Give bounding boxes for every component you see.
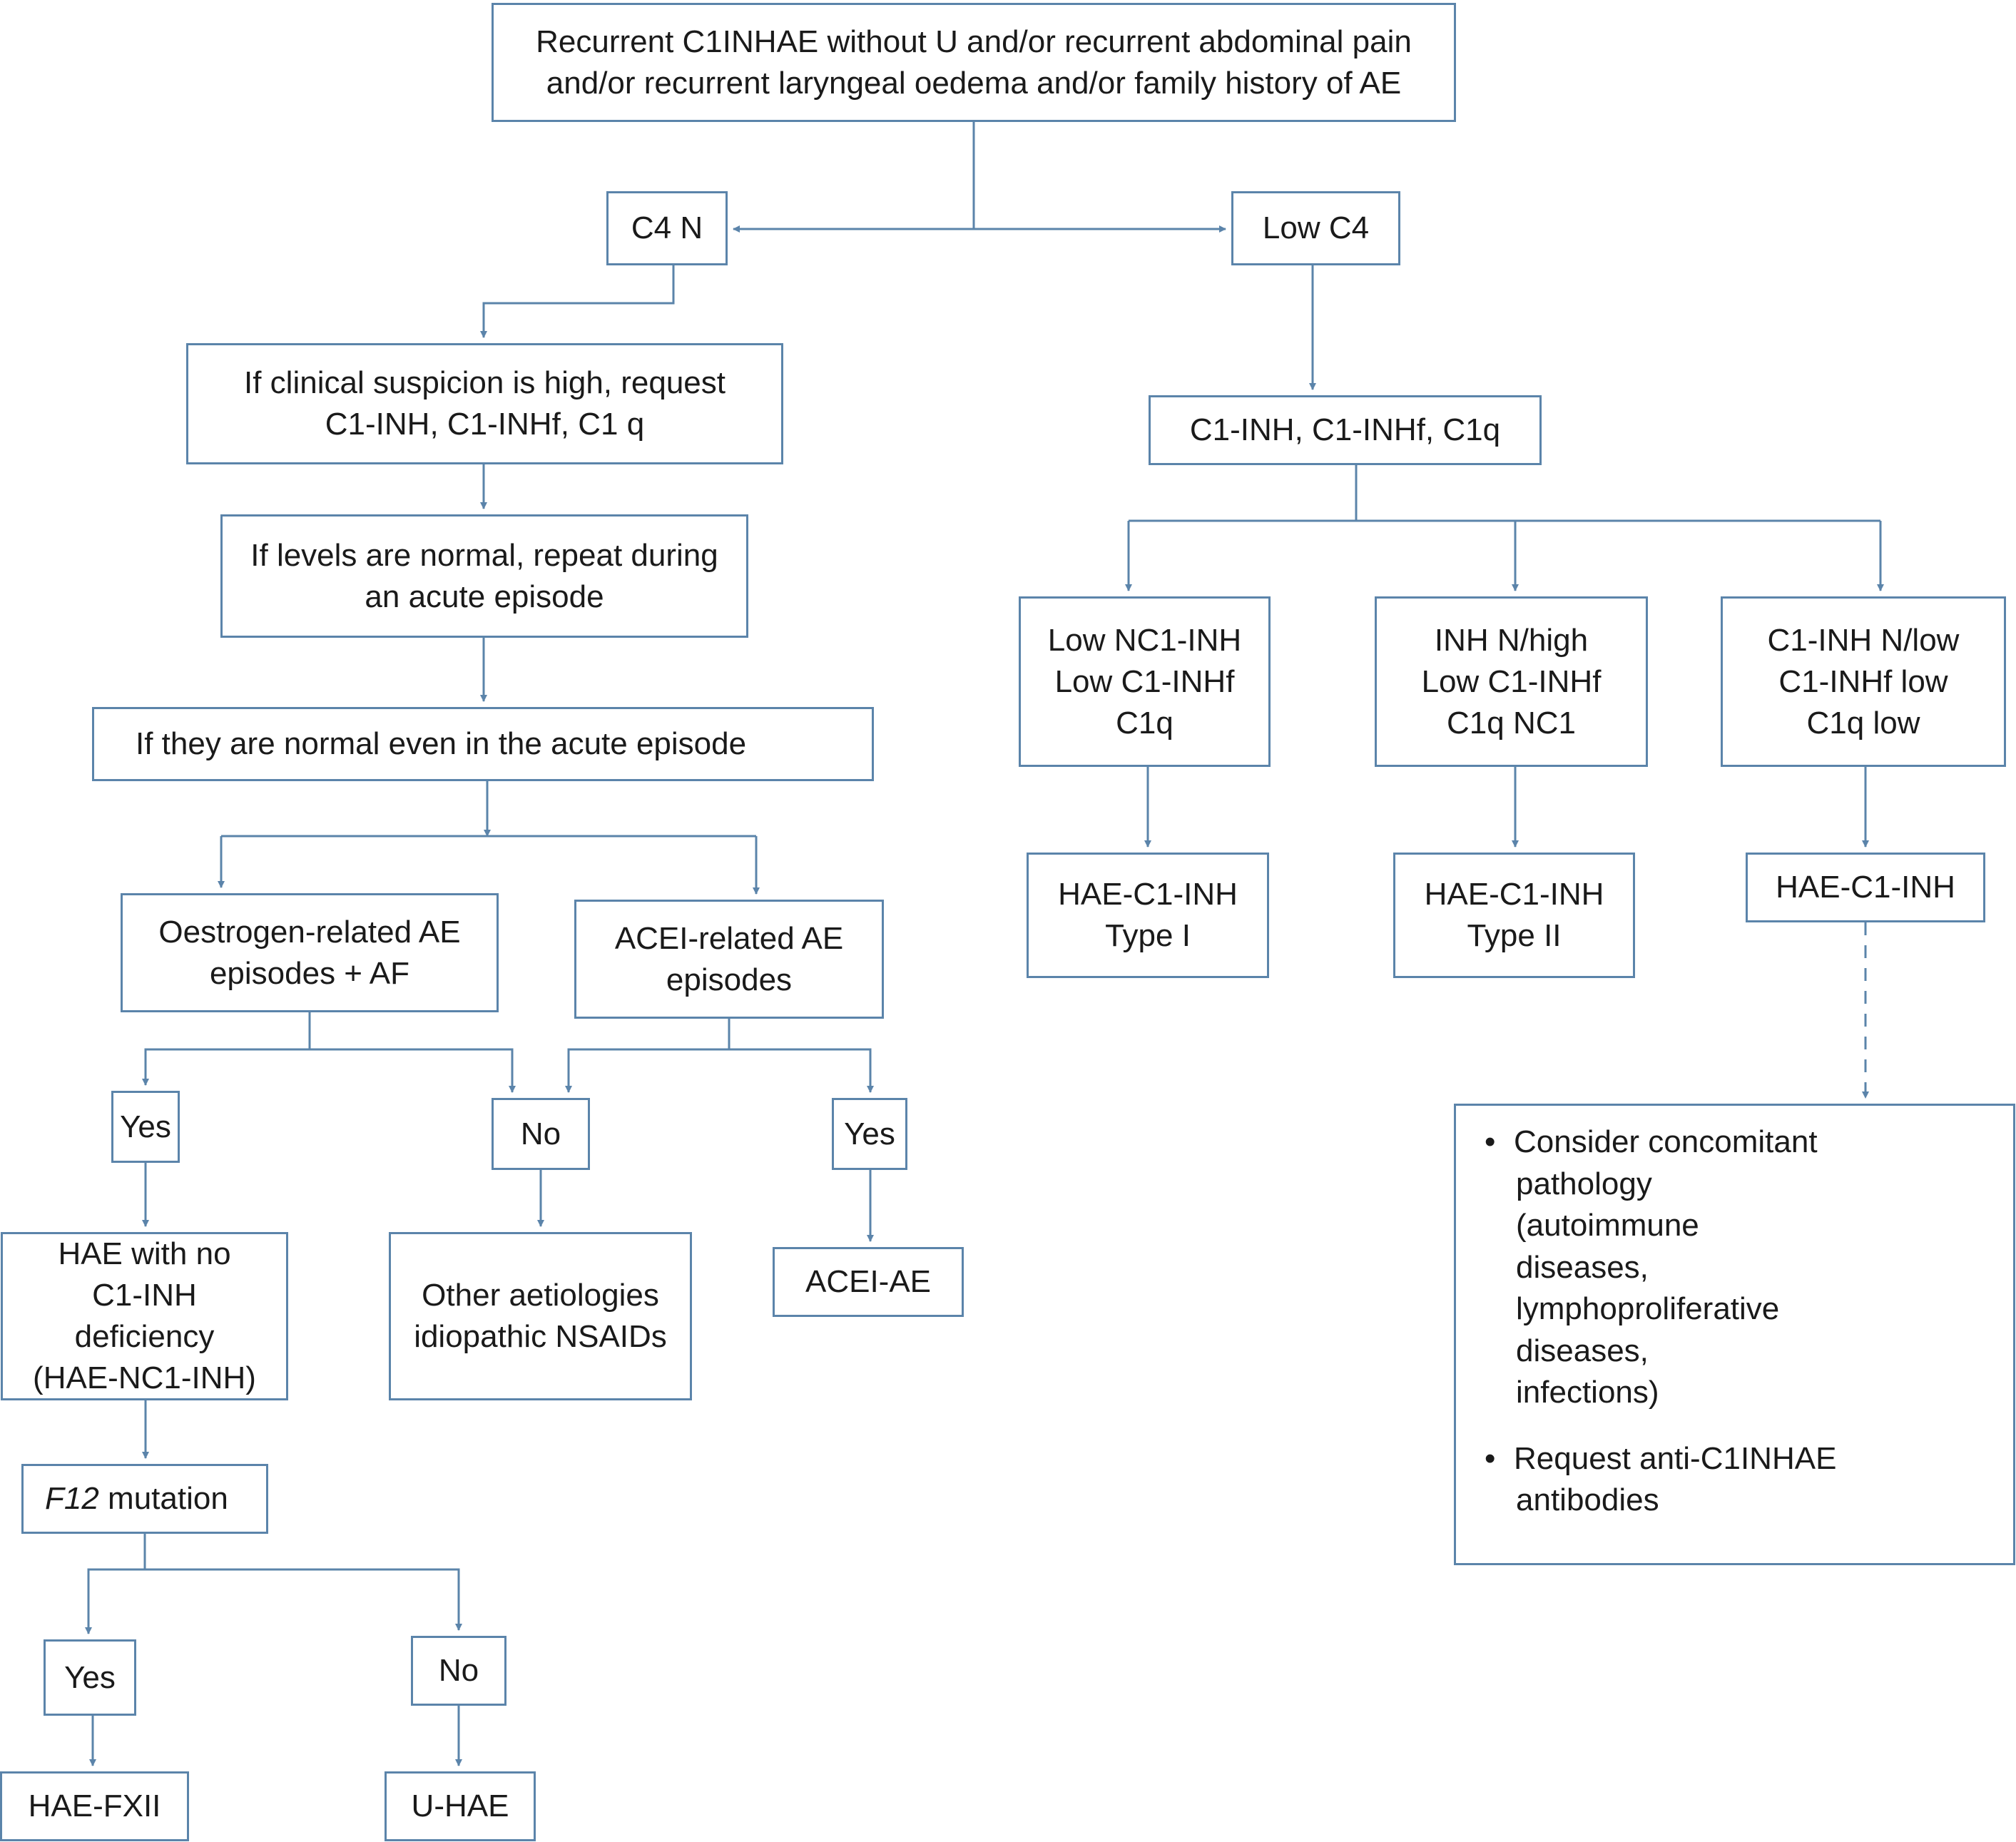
f12-gene-name: F12 [45,1481,99,1516]
recommendation-list: Consider concomitant pathology (autoimmu… [1463,1121,1836,1522]
yes3-label: Yes [64,1659,116,1695]
repeat-line-1: If levels are normal, repeat during [250,537,718,573]
oestrogen-line-1: Oestrogen-related AE [158,914,461,950]
no-box-f12: No [411,1636,506,1706]
acei-ae-box: ACEI-AE [773,1247,964,1317]
normal-acute-box: If they are normal even in the acute epi… [92,707,874,781]
connector-f12-no [145,1568,462,1631]
f12-label: F12 mutation [45,1478,228,1520]
no1-label: No [520,1116,561,1151]
bullet-request-antibodies: Request anti-C1INHAE antibodies [1463,1438,1836,1522]
bullet1-line-1: Consider concomitant [1514,1124,1818,1159]
low-nc1-inh-box: Low NC1-INH Low C1-INHf C1q [1019,596,1271,767]
hae-nc1-inh-box: HAE with no C1-INH deficiency (HAE-NC1-I… [1,1232,288,1400]
f12-mutation-box: F12 mutation [21,1464,268,1534]
suspicion-line-2: C1-INH, C1-INHf, C1 q [325,407,645,442]
low-nc1-line-1: Low NC1-INH [1047,622,1242,658]
hae-c1-label: HAE-C1-INH [1776,870,1955,905]
start-line-1: Recurrent C1INHAE without U and/or recur… [536,24,1412,59]
clinical-suspicion-box: If clinical suspicion is high, request C… [186,343,783,464]
other-line-2: idiopathic NSAIDs [414,1319,667,1354]
acei-ae-label: ACEI-AE [805,1264,932,1299]
c1-low-line-1: C1-INH N/low [1767,622,1960,658]
yes-box-f12: Yes [44,1639,136,1716]
c4-normal-box: C4 N [606,191,728,265]
connector-acei-split [565,1019,730,1093]
c1-inh-low-box: C1-INH N/low C1-INHf low C1q low [1721,596,2006,767]
inh-high-line-2: Low C1-INHf [1421,663,1602,699]
inh-high-line-1: INH N/high [1434,622,1589,658]
yes-box-oestrogen: Yes [111,1091,180,1163]
type2-line-1: HAE-C1-INH [1424,877,1604,912]
inh-high-line-3: C1q NC1 [1447,705,1576,741]
c1-low-line-2: C1-INHf low [1778,663,1948,699]
inh-high-box: INH N/high Low C1-INHf C1q NC1 [1375,596,1648,767]
u-hae-box: U-HAE [385,1771,536,1841]
low-c4-box: Low C4 [1231,191,1400,265]
hae-c1-inh-box: HAE-C1-INH [1746,853,1985,922]
bullet1-line-2: pathology [1516,1166,1652,1201]
hae-fxii-label: HAE-FXII [28,1788,161,1823]
connector-f12-split [85,1534,146,1634]
start-line-2: and/or recurrent laryngeal oedema and/or… [546,65,1402,101]
bullet1-line-5: lymphoproliferative [1516,1291,1780,1326]
type1-line-1: HAE-C1-INH [1058,877,1238,912]
oestrogen-line-2: episodes + AF [209,955,410,991]
bullet1-line-7: infections) [1516,1375,1659,1410]
c4n-label: C4 N [631,210,703,245]
connector-oestrogen-no [310,1048,516,1093]
connector-c4n-to-suspicion [480,265,675,338]
hae-nc1-line-3: deficiency [74,1319,215,1354]
type1-line-2: Type I [1105,918,1191,953]
c1-low-line-3: C1q low [1806,705,1920,741]
repeat-line-2: an acute episode [365,579,604,614]
connector-acei-yes [729,1048,874,1093]
lowc4-label: Low C4 [1262,210,1370,245]
suspicion-line-1: If clinical suspicion is high, request [244,365,726,400]
no3-label: No [438,1653,479,1688]
c1-tests-label: C1-INH, C1-INHf, C1q [1189,412,1501,447]
hae-nc1-line-4: (HAE-NC1-INH) [33,1360,256,1395]
concomitant-pathology-box: Consider concomitant pathology (autoimmu… [1454,1104,2015,1565]
hae-nc1-line-2: C1-INH [92,1278,197,1313]
hae-fxii-box: HAE-FXII [0,1771,189,1841]
oestrogen-box: Oestrogen-related AE episodes + AF [121,893,499,1012]
low-nc1-line-2: Low C1-INHf [1054,663,1235,699]
acei-line-2: episodes [666,962,793,997]
low-nc1-line-3: C1q [1116,705,1174,741]
other-line-1: Other aetiologies [422,1278,659,1313]
acei-box: ACEI-related AE episodes [574,900,884,1019]
f12-label-rest: mutation [98,1481,228,1516]
hae-type-2-box: HAE-C1-INH Type II [1393,853,1635,978]
c1-tests-box: C1-INH, C1-INHf, C1q [1149,395,1542,465]
u-hae-label: U-HAE [411,1788,509,1823]
yes-box-acei: Yes [832,1098,907,1170]
hae-nc1-line-1: HAE with no [58,1236,231,1271]
bullet1-line-6: diseases, [1516,1333,1649,1368]
bullet1-line-4: diseases, [1516,1249,1649,1285]
connector-oestrogen-split [142,1012,311,1086]
type2-line-2: Type II [1467,918,1562,953]
no-box-shared: No [492,1098,590,1170]
yes1-label: Yes [120,1109,171,1144]
start-criteria-box: Recurrent C1INHAE without U and/or recur… [492,3,1456,122]
normal-acute-label: If they are normal even in the acute epi… [136,726,747,761]
bullet2-line-1: Request anti-C1INHAE [1514,1440,1837,1476]
other-aetiologies-box: Other aetiologies idiopathic NSAIDs [389,1232,692,1400]
bullet-concomitant-pathology: Consider concomitant pathology (autoimmu… [1463,1121,1836,1414]
bullet2-line-2: antibodies [1516,1482,1659,1517]
acei-line-1: ACEI-related AE [614,920,844,956]
bullet1-line-3: (autoimmune [1516,1208,1699,1243]
repeat-acute-box: If levels are normal, repeat during an a… [220,514,748,638]
yes2-label: Yes [844,1116,895,1151]
hae-type-1-box: HAE-C1-INH Type I [1027,853,1269,978]
